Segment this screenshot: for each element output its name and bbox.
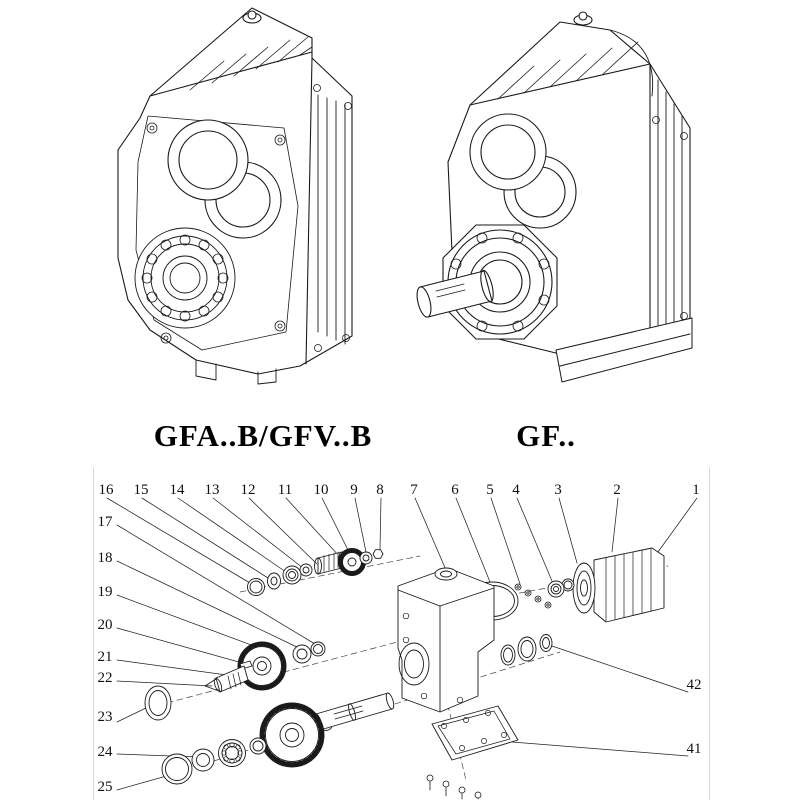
part-number-callout: 18 (97, 550, 113, 566)
leader-lines (106, 497, 698, 791)
mounting-feet (195, 359, 277, 385)
intermediate-gear-cluster (144, 641, 326, 721)
input-gear (338, 548, 366, 576)
output-shaft-assembly (161, 692, 395, 785)
part-number-callout: 6 (451, 482, 459, 498)
part-number-callout: 1 (692, 482, 700, 498)
input-motor-unit (572, 547, 665, 623)
retaining-ring (161, 753, 193, 785)
part-number-callout: 3 (554, 482, 562, 498)
input-shaft-parts (247, 548, 384, 596)
part-number-callout: 7 (410, 482, 418, 498)
part-number-callout: 24 (97, 744, 113, 760)
cowl-arch (609, 29, 654, 97)
part-number-callout: 11 (277, 482, 293, 498)
part-number-callout: 20 (97, 617, 113, 633)
side-panel-ribs (317, 94, 346, 345)
part-number-callout: 16 (98, 482, 114, 498)
shaft-nut (372, 549, 384, 559)
exploded-view-drawing (106, 497, 698, 800)
oil-plug (573, 11, 593, 26)
main-bearing (134, 227, 236, 329)
front-cover-contour (135, 115, 299, 351)
model-label-gf: GF.. (516, 418, 576, 453)
output-bearing (218, 739, 246, 767)
output-flange (442, 224, 558, 340)
left-gearbox-drawing (117, 7, 353, 385)
part-number-callout: 23 (97, 709, 113, 725)
part-number-callout: 9 (350, 482, 358, 498)
cover-plate (431, 705, 519, 761)
bearing-balls (141, 234, 229, 322)
pinion-shaft (204, 665, 249, 693)
side-panel-bolts (313, 84, 352, 352)
hollow-output-bores (167, 119, 282, 239)
part-number-callout: 8 (376, 482, 384, 498)
part-number-callout: 4 (512, 482, 520, 498)
output-shaft (416, 269, 494, 318)
part-number-callout: 14 (169, 482, 185, 498)
part-number-callout: 5 (486, 482, 494, 498)
exploded-housing (397, 567, 495, 713)
page-edge-lines (93, 467, 710, 800)
base-skid (555, 317, 693, 383)
output-gear (259, 702, 325, 768)
front-cover-bolts (146, 122, 286, 344)
part-number-callout: 17 (97, 514, 113, 530)
part-number-callout: 12 (240, 482, 256, 498)
output-shaft (313, 692, 395, 731)
cooling-fins (497, 41, 639, 100)
left-seal-cap (144, 685, 172, 721)
part-number-callout: 42 (686, 677, 702, 693)
part-number-callout: 22 (97, 670, 113, 686)
part-number-callout: 41 (686, 741, 702, 757)
part-number-callout: 21 (97, 649, 113, 665)
model-label-gfab-gfvb: GFA..B/GFV..B (153, 418, 373, 453)
part-number-callout: 13 (204, 482, 220, 498)
upper-bores (469, 113, 577, 229)
flange-bolts (514, 583, 552, 609)
part-number-callout: 15 (133, 482, 149, 498)
seal-rings (500, 634, 553, 666)
right-gearbox-drawing (416, 11, 693, 383)
cooling-fins (189, 36, 313, 91)
part-number-callout: 10 (313, 482, 329, 498)
plate-bolts (426, 774, 482, 800)
side-panel-ribs (657, 79, 683, 345)
part-number-callout: 19 (97, 584, 113, 600)
oil-plug (242, 10, 262, 24)
part-number-callout: 2 (613, 482, 621, 498)
intermediate-gear (237, 641, 287, 691)
part-number-callout: 25 (97, 779, 113, 795)
